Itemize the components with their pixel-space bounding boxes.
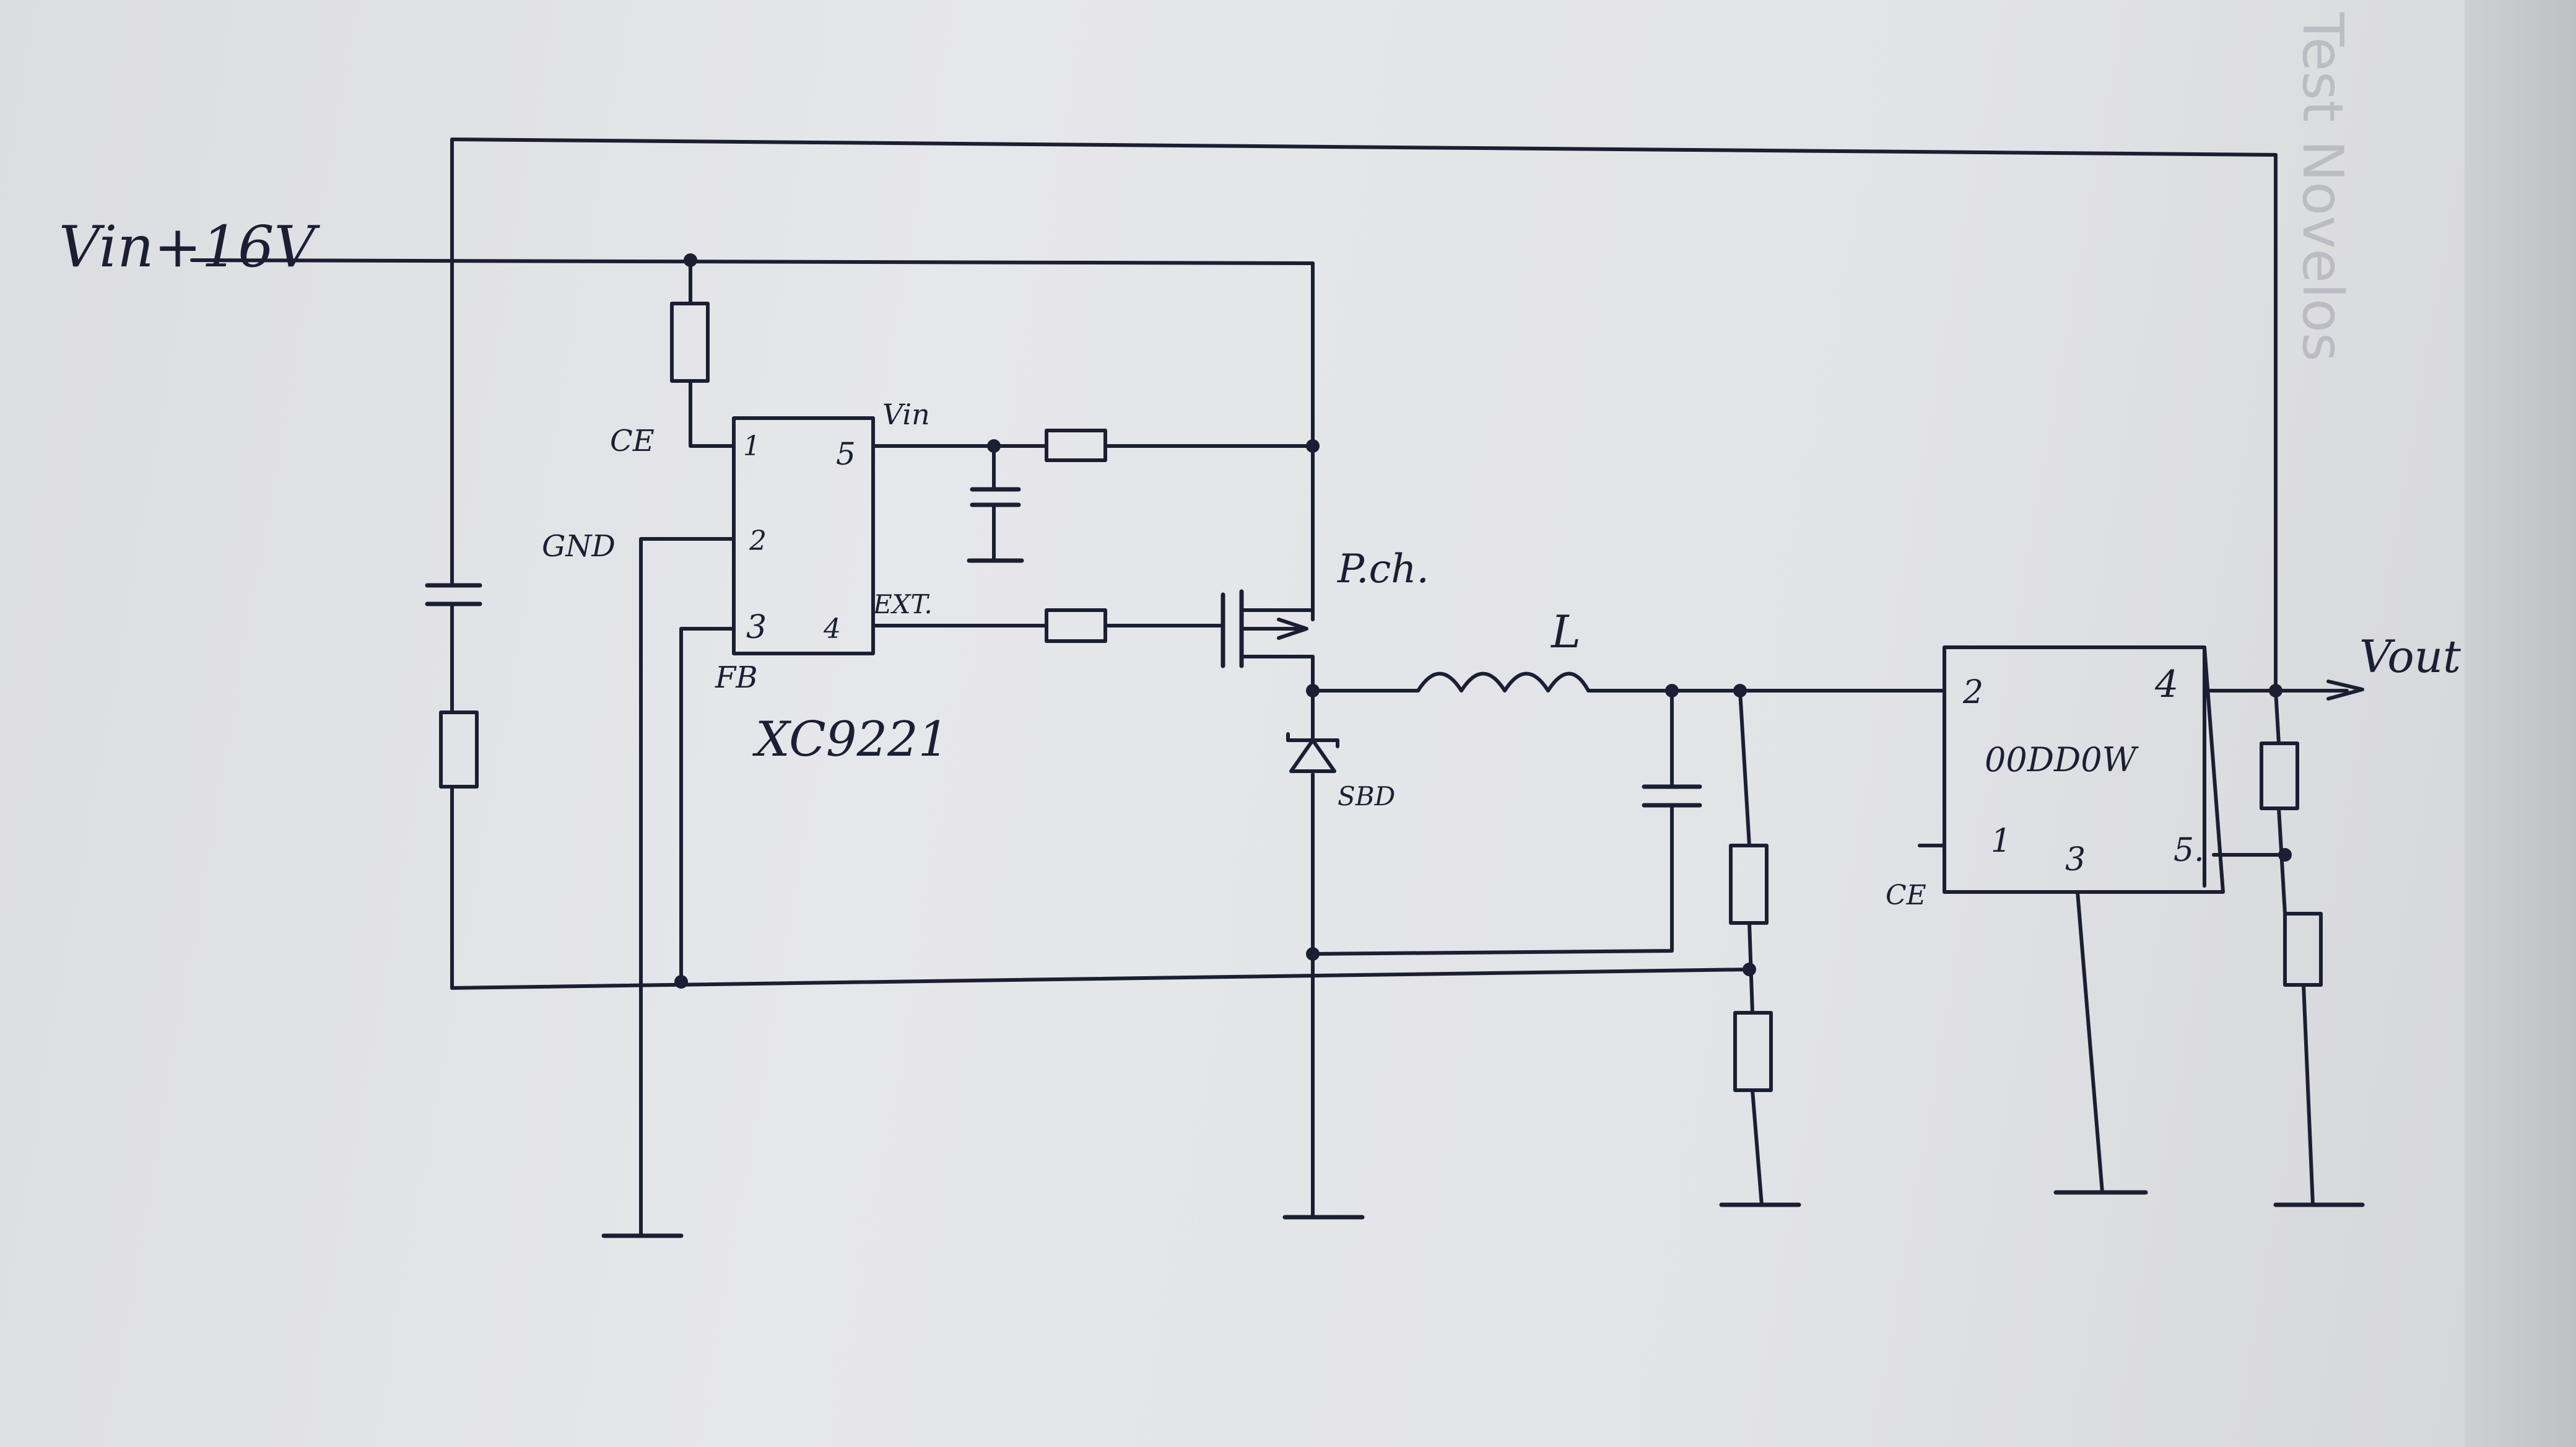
ic1-body bbox=[732, 416, 875, 655]
divider-resistor-bottom bbox=[1733, 1011, 1773, 1092]
vin-capacitor bbox=[967, 487, 1024, 563]
top-rail-wire bbox=[450, 138, 2278, 157]
vin-supply-wire bbox=[190, 258, 1315, 265]
sbd-label: SBD bbox=[1338, 781, 1395, 811]
gnd-left-label: GND bbox=[542, 529, 616, 564]
ce-resistor bbox=[670, 302, 710, 383]
ic2-pin2-label: 2 bbox=[1962, 674, 1983, 711]
divider-wire-top bbox=[1738, 689, 1751, 847]
right-divider-wire-bottom bbox=[2302, 983, 2315, 1207]
fb-pin-wire bbox=[679, 627, 736, 984]
ic1-pin3-label: 3 bbox=[746, 609, 767, 646]
show-through-text: Test Novelos bbox=[2290, 12, 2355, 362]
inductor-coil bbox=[1416, 671, 1590, 693]
vout-arrow bbox=[2326, 680, 2364, 701]
junction-dots bbox=[674, 253, 2292, 989]
right-resistor-bottom bbox=[2283, 912, 2323, 987]
gate-resistor bbox=[1045, 608, 1107, 643]
vout-label: Vout bbox=[2359, 631, 2461, 683]
gnd-pin-wire bbox=[639, 537, 736, 1238]
right-resistor-top bbox=[2260, 741, 2299, 810]
left-resistor bbox=[439, 710, 479, 789]
right-divider-wire-top bbox=[2274, 689, 2281, 745]
ce-left-label: CE bbox=[610, 424, 655, 458]
vin-resistor bbox=[1045, 429, 1107, 462]
ic1-pin2-label: 2 bbox=[749, 525, 767, 557]
feedback-return-wire bbox=[450, 968, 1751, 990]
ic1-pin1-label: 1 bbox=[743, 431, 760, 462]
ic1-name-label: XC9221 bbox=[752, 712, 949, 767]
ic1-pin5-label: 5 bbox=[836, 436, 856, 472]
ic1-pin4-label: 4 bbox=[823, 613, 841, 645]
wires bbox=[190, 138, 2364, 1238]
ic2-body bbox=[1943, 645, 2225, 894]
left-capacitor bbox=[425, 583, 482, 606]
ic1-ext-label: EXT. bbox=[872, 589, 933, 619]
ce-resistor-wire-bottom bbox=[689, 379, 736, 448]
ce-right-label: CE bbox=[1886, 880, 1926, 911]
ic2-pin1-label: 1 bbox=[1991, 823, 2011, 860]
vin-supply-label: Vin+16V bbox=[59, 214, 321, 280]
ic2-name-label: 00DD0W bbox=[1985, 740, 2139, 779]
inductor-label: L bbox=[1550, 606, 1581, 658]
ic2-pin3-label: 3 bbox=[2065, 841, 2086, 878]
right-divider-wire-mid bbox=[2277, 807, 2287, 916]
divider-wire-bottom bbox=[1751, 1088, 1764, 1207]
ic2-pin4-label: 4 bbox=[2154, 663, 2178, 706]
ground-symbols bbox=[601, 1190, 2365, 1238]
ic2-pin5-label: 5. bbox=[2174, 832, 2204, 869]
pch-label: P.ch. bbox=[1337, 546, 1429, 592]
ic2-pin3-wire bbox=[2076, 890, 2104, 1194]
cout-wire-bottom bbox=[1311, 803, 1674, 956]
schottky-diode bbox=[1286, 732, 1339, 773]
output-capacitor bbox=[1642, 784, 1702, 808]
sheet-edge bbox=[2465, 0, 2576, 1447]
fb-label: FB bbox=[715, 660, 758, 695]
divider-resistor-top bbox=[1729, 844, 1769, 925]
p-channel-mosfet bbox=[1221, 589, 1315, 668]
ic1-vin-label: Vin bbox=[882, 398, 930, 431]
